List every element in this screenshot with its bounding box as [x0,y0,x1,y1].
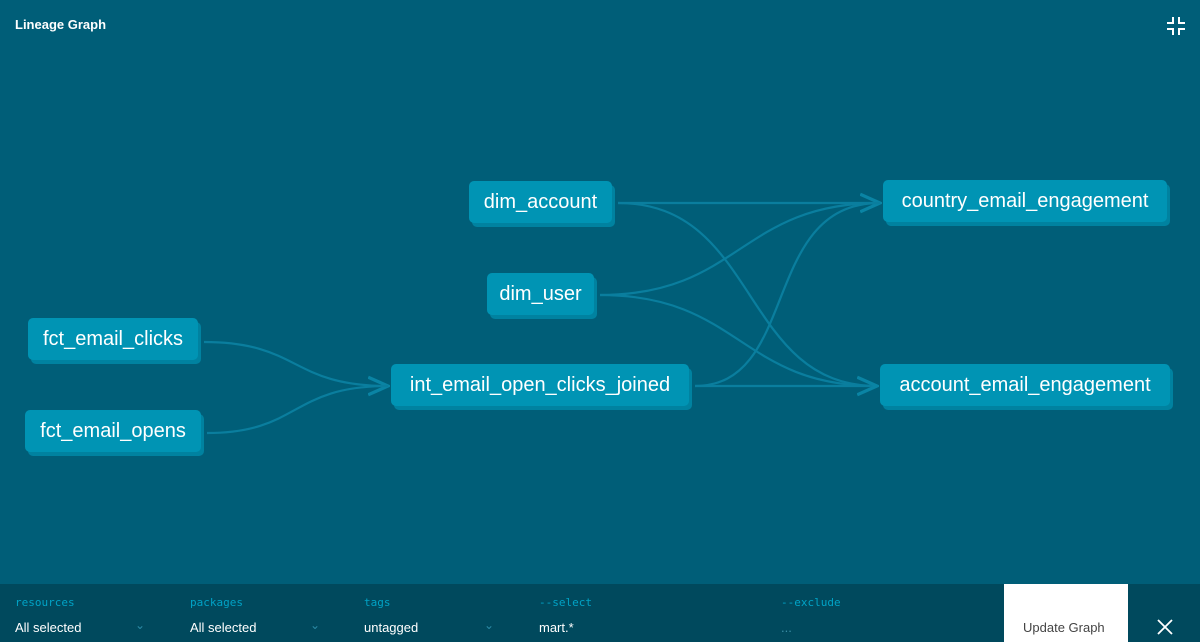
edge-user-to-account [599,293,878,388]
tags-value[interactable]: untagged [364,620,419,635]
node-dim-user[interactable]: dim_user [487,273,594,315]
chevron-down-icon[interactable]: ⌄ [484,618,495,632]
select-input[interactable]: mart.* [539,620,574,635]
edges-layer [203,0,1200,435]
edge-int-to-country [694,201,881,388]
chevron-down-icon[interactable]: ⌄ [135,618,146,632]
select-filter[interactable]: --select mart.* [539,584,759,642]
edge-clicks-to-int [203,340,388,386]
edge-opens-to-int [206,384,389,435]
collapse-icon[interactable] [1166,16,1186,36]
node-fct-email-opens[interactable]: fct_email_opens [25,410,201,452]
page-title: Lineage Graph [15,17,107,32]
edge-user-to-country [599,201,881,297]
packages-value[interactable]: All selected [190,620,257,635]
node-account-email-engagement[interactable]: account_email_engagement [880,364,1170,406]
resources-filter[interactable]: resources All selected ⌄ [15,584,155,642]
close-icon[interactable] [1156,618,1174,636]
filter-bar: resources All selected ⌄ packages All se… [0,584,1200,642]
packages-filter[interactable]: packages All selected ⌄ [190,584,330,642]
exclude-filter[interactable]: --exclude ... [781,584,981,642]
update-graph-button[interactable]: Update Graph [1004,584,1128,642]
node-int-email-open-clicks-joined[interactable]: int_email_open_clicks_joined [391,364,689,406]
resources-value[interactable]: All selected [15,620,82,635]
exclude-input[interactable]: ... [781,620,792,635]
edge-account-to-account [617,201,878,388]
tags-filter[interactable]: tags untagged ⌄ [364,584,504,642]
select-label: --select [539,596,592,609]
node-country-email-engagement[interactable]: country_email_engagement [883,180,1167,222]
packages-label: packages [190,596,243,609]
node-dim-account[interactable]: dim_account [469,181,612,223]
exclude-label: --exclude [781,596,841,609]
tags-label: tags [364,596,391,609]
resources-label: resources [15,596,75,609]
node-fct-email-clicks[interactable]: fct_email_clicks [28,318,198,360]
chevron-down-icon[interactable]: ⌄ [310,618,321,632]
update-graph-label: Update Graph [1023,620,1105,635]
